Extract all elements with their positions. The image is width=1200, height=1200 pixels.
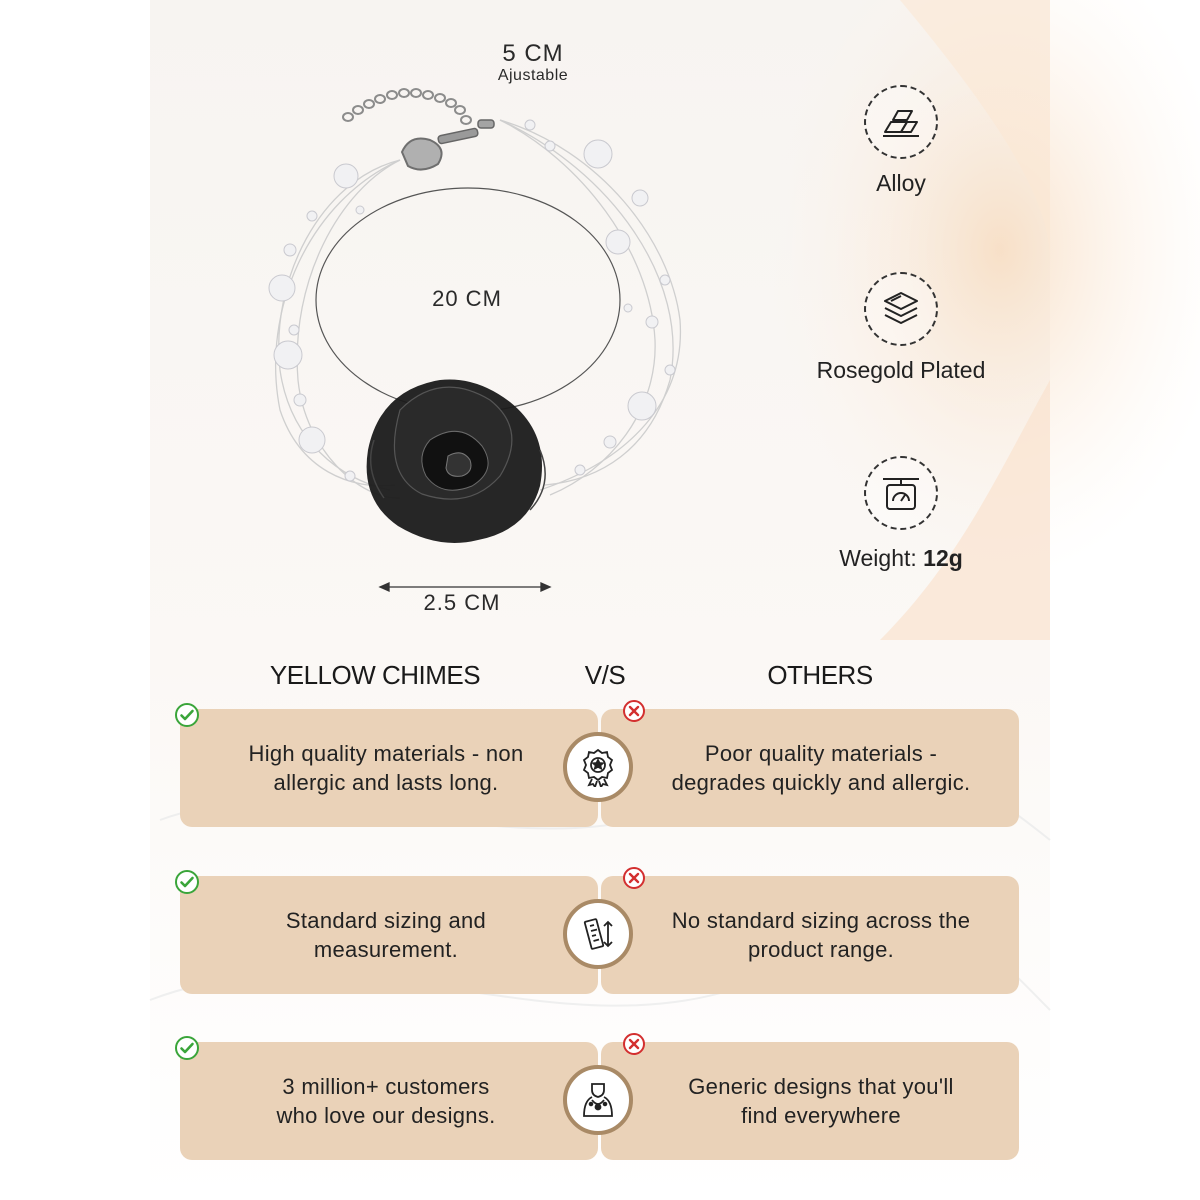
flower-width-label: 2.5 CM [423,590,501,615]
others-point-line: Generic designs that you'll [688,1074,954,1099]
brand-point-text: High quality materials - non allergic and… [249,739,524,797]
clasp-length-label: 5 CM [502,40,564,67]
extender-chain [342,88,472,125]
others-point-designs: Generic designs that you'll find everywhe… [601,1042,1019,1160]
lobster-clasp [400,119,495,171]
spec-material-label: Alloy [876,170,926,196]
brand-point-line: who love our designs. [276,1103,496,1128]
others-point-line: No standard sizing across the [671,908,971,933]
brand-point-line: High quality materials - non [248,741,524,766]
versus-heading: V/S [584,660,626,690]
jewelry-bust-icon [563,1065,633,1135]
brand-point-line: Standard sizing and [285,908,487,933]
brand-point-line: allergic and lasts long. [273,770,499,795]
brand-point-customers: 3 million+ customers who love our designs… [180,1042,598,1160]
spec-weight-label: Weight: 12g [771,545,1031,572]
brand-point-line: measurement. [313,937,459,962]
brand-heading: YELLOW CHIMES [269,660,481,690]
check-icon [175,1036,199,1060]
diameter-label: 20 CM [432,286,502,311]
others-heading: OTHERS [767,660,873,690]
cross-icon [623,867,645,889]
spec-plating-label: Rosegold Plated [816,357,986,383]
others-point-sizing: No standard sizing across the product ran… [601,876,1019,994]
measuring-ruler-icon [563,899,633,969]
illusion-strands [275,119,682,499]
brand-point-text: Standard sizing and measurement. [286,906,486,964]
spec-weight-prefix: Weight: [839,545,917,571]
weighing-scale-icon [864,456,938,530]
flower-width-arrow [378,581,552,593]
spec-weight-value: 12g [923,545,963,571]
others-point-text: Generic designs that you'll find everywhe… [688,1072,953,1130]
cross-icon [623,1033,645,1055]
brand-point-line: 3 million+ customers [282,1074,490,1099]
necklace-illustration [268,88,682,593]
plating-layers-icon [864,272,938,346]
black-rose-flower [366,379,546,543]
brand-point-text: 3 million+ customers who love our designs… [276,1072,495,1130]
clasp-adjustable-note: Ajustable [497,67,569,84]
others-point-line: Poor quality materials - [704,741,938,766]
alloy-bars-icon [864,85,938,159]
brand-point-quality: High quality materials - non allergic and… [180,709,598,827]
others-point-line: find everywhere [741,1103,901,1128]
cross-icon [623,700,645,722]
pearls [268,119,676,482]
quality-badge-icon [563,732,633,802]
check-icon [175,870,199,894]
others-point-line: product range. [747,937,895,962]
others-point-line: degrades quickly and allergic. [671,770,971,795]
brand-point-sizing: Standard sizing and measurement. [180,876,598,994]
others-point-text: Poor quality materials - degrades quickly… [672,739,971,797]
others-point-quality: Poor quality materials - degrades quickly… [601,709,1019,827]
others-point-text: No standard sizing across the product ran… [672,906,971,964]
check-icon [175,703,199,727]
